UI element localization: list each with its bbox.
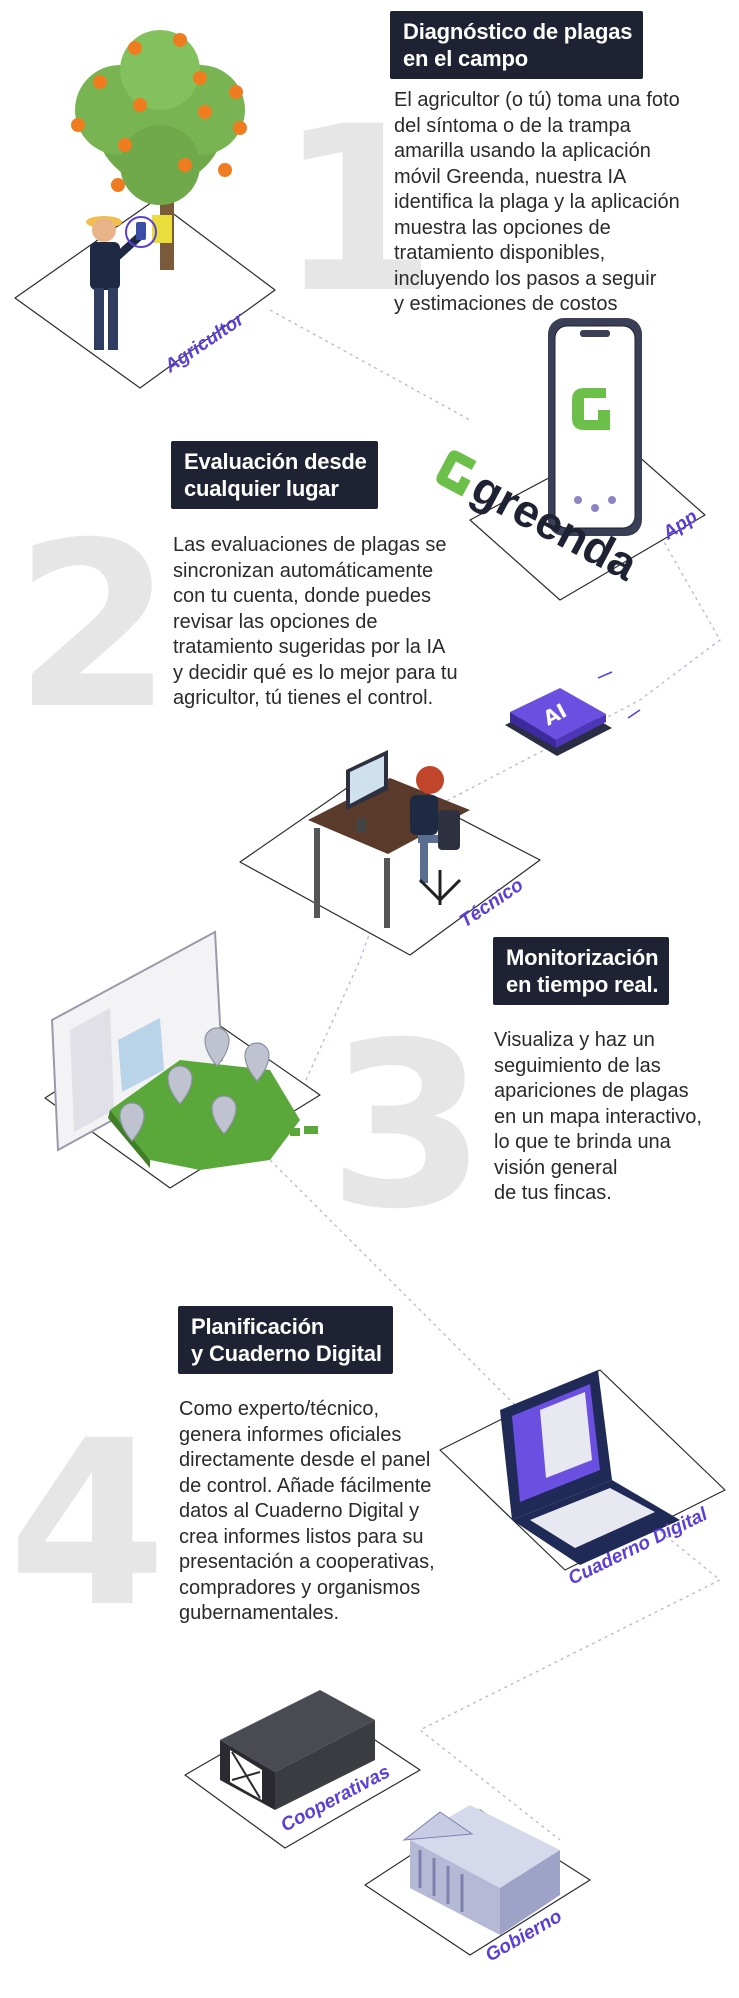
smartphone-icon [548, 318, 642, 536]
description-line: crea informes listos para su [179, 1525, 424, 1548]
step-title-line: Evaluación desde [184, 449, 367, 474]
step-title-line: cualquier lugar [184, 476, 339, 501]
step-title-line: Diagnóstico de plagas [403, 19, 633, 44]
step-description: Visualiza y haz un seguimiento de las ap… [494, 1028, 702, 1207]
step-title-line: Monitorización [506, 945, 659, 970]
step-title: Monitorización en tiempo real. [493, 937, 670, 1005]
step-title: Planificación y Cuaderno Digital [178, 1306, 393, 1374]
step-title-line: en el campo [403, 46, 528, 71]
dashboard-screen-icon [50, 930, 224, 1152]
description-line: presentación a cooperativas, [179, 1551, 435, 1573]
description-line: y decidir qué es lo mejor para tu [173, 661, 458, 684]
description-line: Las evaluaciones de plagas se [173, 534, 447, 556]
sync-arrows-icon [597, 671, 641, 719]
description-line: compradores y organismos [179, 1576, 421, 1599]
description-line: incluyendo los pasos a seguir [394, 267, 657, 290]
step-number: 4 [8, 1391, 167, 1657]
map-pin-icon [119, 1027, 270, 1142]
description-line: revisar las opciones de [173, 610, 378, 633]
step-title-line: en tiempo real. [506, 972, 659, 997]
description-line: Como experto/técnico, [179, 1398, 380, 1420]
description-line: de tus fincas. [494, 1182, 612, 1204]
step-title-line: y Cuaderno Digital [191, 1341, 382, 1366]
technician-icon [410, 766, 462, 905]
description-line: tratamiento disponibles, [394, 242, 606, 264]
description-line: y estimaciones de costos [394, 293, 618, 315]
description-line: amarilla usando la aplicación [394, 140, 651, 162]
description-line: lo que te brinda una [494, 1131, 671, 1153]
orange-tree-icon [71, 30, 247, 270]
spain-map-icon [108, 1060, 318, 1170]
description-line: genera informes oficiales [179, 1423, 402, 1446]
description-line: muestra las opciones de [394, 216, 611, 239]
step-number: 1 [278, 77, 437, 343]
ai-chip-icon: AI [505, 688, 612, 756]
description-line: seguimiento de las [494, 1054, 661, 1077]
step-number: 2 [14, 493, 173, 759]
dotted-connector [269, 309, 722, 1841]
government-building-icon [402, 1805, 560, 1935]
description-line: agricultor, tú tienes el control. [173, 687, 434, 709]
step-title: Evaluación desde cualquier lugar [171, 441, 378, 509]
barn-icon [220, 1690, 375, 1810]
description-line: gubernamentales. [179, 1602, 340, 1624]
description-line: El agricultor (o tú) toma una foto [394, 89, 680, 111]
step-description: Como experto/técnico, genera informes of… [179, 1397, 435, 1627]
step-title-line: Planificación [191, 1314, 325, 1339]
description-line: visión general [494, 1156, 618, 1179]
description-line: en un mapa interactivo, [494, 1105, 702, 1128]
step-description: Las evaluaciones de plagas se sincroniza… [173, 533, 458, 712]
farmer-icon [86, 216, 157, 350]
description-line: apariciones de plagas [494, 1080, 689, 1102]
description-line: del síntoma o de la trampa [394, 114, 631, 137]
step-description: El agricultor (o tú) toma una foto del s… [394, 88, 680, 318]
description-line: tratamiento sugeridas por la IA [173, 636, 446, 658]
description-line: de control. Añade fácilmente [179, 1474, 432, 1497]
description-line: Visualiza y haz un [494, 1029, 655, 1051]
description-line: sincronizan automáticamente [173, 559, 434, 582]
step-title: Diagnóstico de plagas en el campo [390, 11, 644, 79]
step-number: 3 [328, 993, 487, 1259]
description-line: con tu cuenta, donde puedes [173, 585, 431, 607]
description-line: móvil Greenda, nuestra IA [394, 165, 627, 188]
description-line: directamente desde el panel [179, 1449, 431, 1471]
description-line: identifica la plaga y la aplicación [394, 191, 680, 213]
description-line: datos al Cuaderno Digital y [179, 1500, 420, 1522]
laptop-icon [500, 1370, 680, 1565]
